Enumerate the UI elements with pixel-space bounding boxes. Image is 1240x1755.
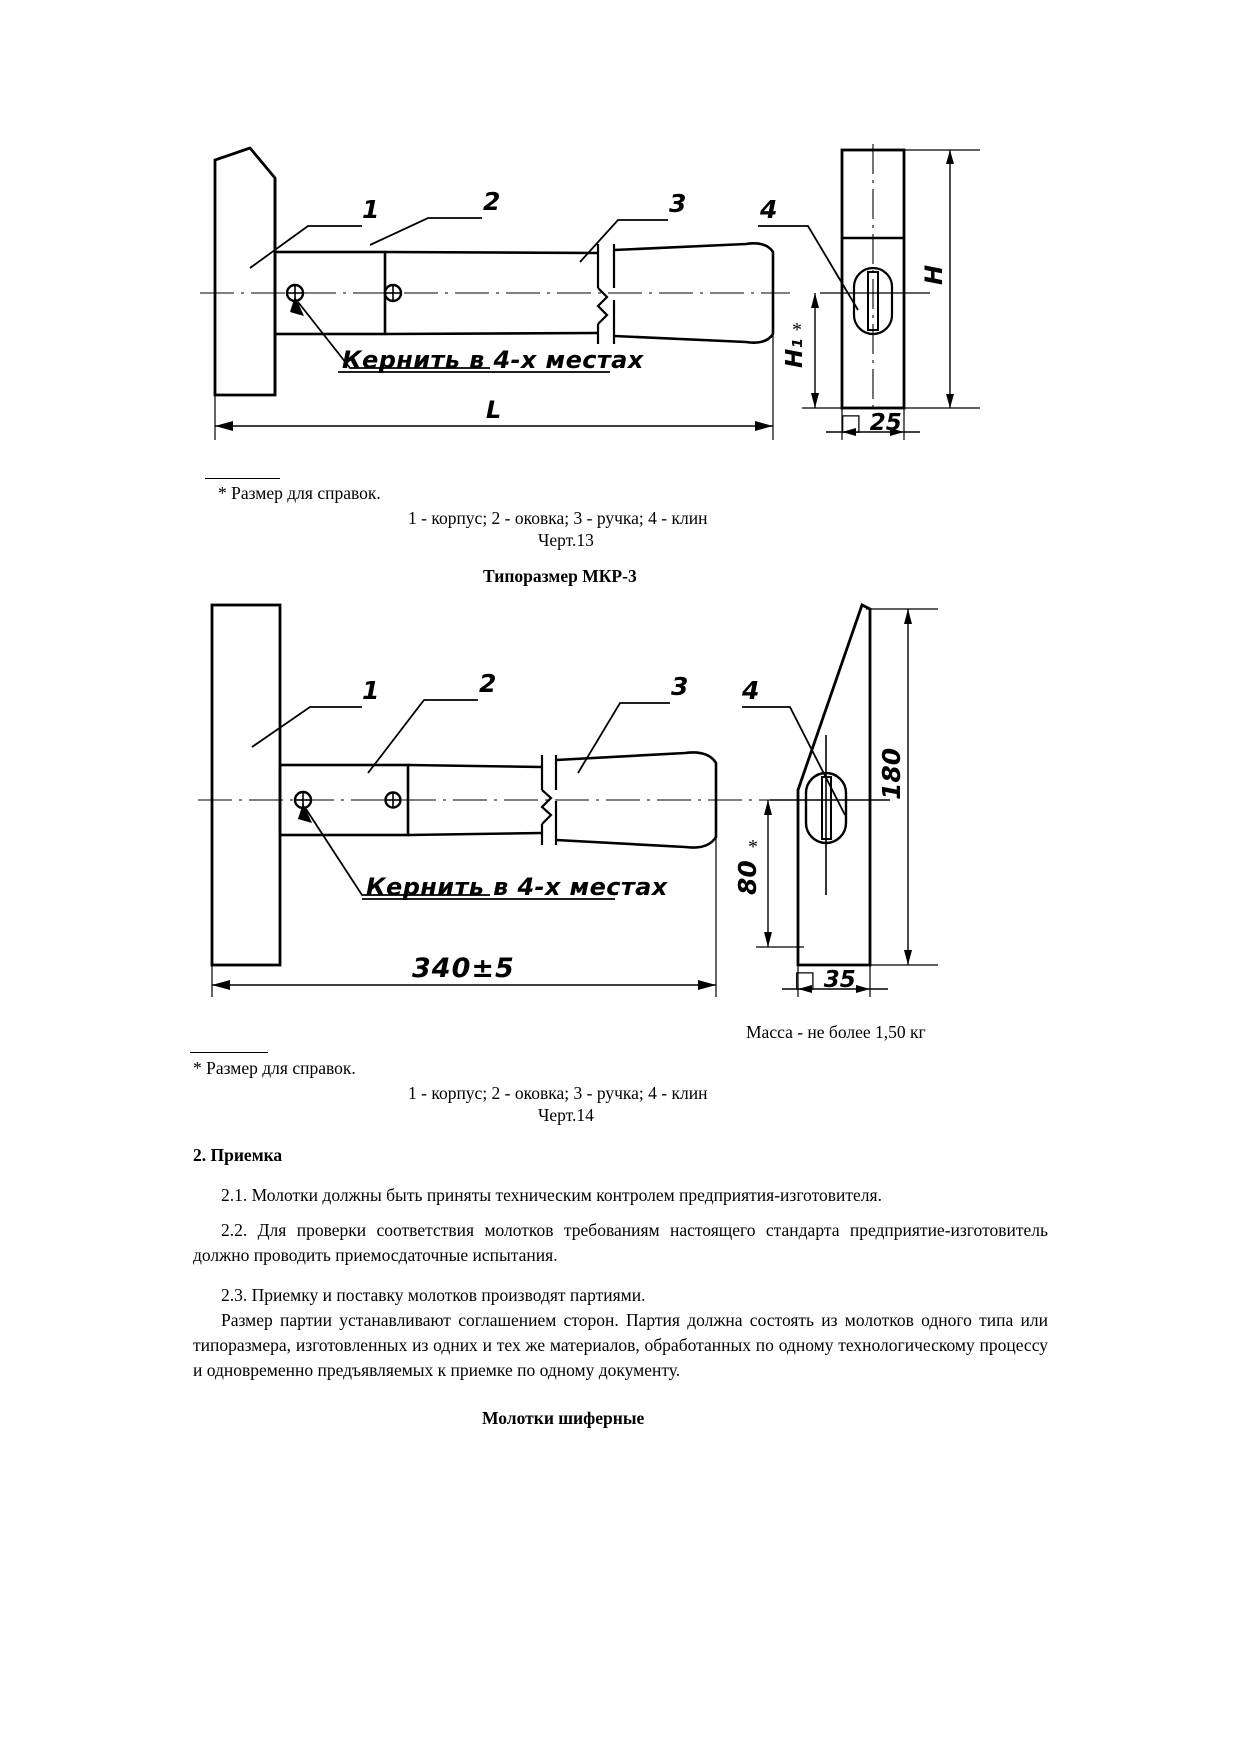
part-label-14-2: 2 bbox=[479, 669, 496, 698]
hammer-head-outline bbox=[213, 146, 277, 397]
figure-13-drawing: 1 2 3 4 Кернить в 4-х местах L H H₁ * □ … bbox=[190, 140, 1010, 470]
punch-mark-14-2 bbox=[384, 791, 402, 809]
paragraph-2-3-continued: Размер партии устанавливают соглашением … bbox=[193, 1310, 1048, 1380]
paragraph-2-1: 2.1. Молотки должны быть приняты техниче… bbox=[221, 1185, 882, 1205]
leader-3 bbox=[579, 219, 668, 263]
leader-14-1 bbox=[251, 706, 362, 748]
leader-1 bbox=[249, 225, 362, 269]
punch-note-14: Кернить в 4-х местах bbox=[366, 873, 669, 901]
figure-14-svg: 1 2 3 4 Кернить в 4-х местах 340±5 180 8… bbox=[198, 603, 938, 997]
part-label-3: 3 bbox=[669, 189, 686, 218]
footnote-14: * Размер для справок. bbox=[193, 1058, 356, 1078]
paragraph-2-2: 2.2. Для проверки соответствия молотков … bbox=[193, 1220, 1048, 1265]
leader-14-3 bbox=[577, 702, 670, 774]
hammer-head-outline-14 bbox=[210, 603, 282, 967]
dimension-square-13: □ 25 bbox=[840, 410, 902, 436]
leader-2 bbox=[369, 217, 482, 246]
footnote-13: * Размер для справок. bbox=[218, 483, 381, 503]
leader-14-2 bbox=[367, 699, 478, 774]
footnote-rule-14 bbox=[190, 1052, 268, 1053]
footnote-rule-13 bbox=[205, 478, 280, 479]
part-label-1: 1 bbox=[362, 195, 379, 224]
dimension-height-sub-star-14: * bbox=[748, 836, 758, 858]
leader-punch-note-14 bbox=[305, 808, 490, 896]
paragraph-2-3: 2.3. Приемку и поставку молотков произво… bbox=[221, 1285, 646, 1305]
figure-14-drawing: 1 2 3 4 Кернить в 4-х местах 340±5 180 8… bbox=[190, 595, 1010, 1015]
legend-14: 1 - корпус; 2 - оковка; 3 - ручка; 4 - к… bbox=[408, 1083, 708, 1103]
dimension-length-13: L bbox=[486, 396, 501, 424]
mass-note-14: Масса - не более 1,50 кг bbox=[746, 1022, 926, 1042]
part-label-4: 4 bbox=[759, 195, 777, 224]
part-label-14-4: 4 bbox=[741, 676, 759, 705]
part-label-2: 2 bbox=[483, 187, 500, 216]
leader-punch-note bbox=[297, 301, 490, 369]
dimension-height-sub-14: 80 bbox=[733, 860, 762, 895]
punch-note-13: Кернить в 4-х местах bbox=[342, 346, 645, 374]
end-view-outline-14 bbox=[796, 603, 872, 967]
dimension-height-sub-13: H₁ bbox=[782, 339, 808, 368]
dimension-height-13: H bbox=[920, 265, 948, 285]
leader-14-4 bbox=[742, 706, 846, 816]
figure-13-svg: 1 2 3 4 Кернить в 4-х местах L H H₁ * □ … bbox=[200, 144, 980, 440]
legend-13: 1 - корпус; 2 - оковка; 3 - ручка; 4 - к… bbox=[408, 508, 708, 528]
dimension-length-14: 340±5 bbox=[412, 953, 515, 984]
section-2-title: 2. Приемка bbox=[193, 1145, 283, 1165]
part-label-14-3: 3 bbox=[671, 672, 688, 701]
bottom-heading: Молотки шиферные bbox=[482, 1408, 645, 1428]
section-heading-mkr3: Типоразмер МКР-3 bbox=[483, 566, 637, 586]
dimension-square-14: □ 35 bbox=[794, 967, 856, 993]
caption-14: Черт.14 bbox=[538, 1105, 594, 1125]
caption-13: Черт.13 bbox=[538, 530, 594, 550]
part-label-14-1: 1 bbox=[362, 676, 379, 705]
dimension-height-14: 180 bbox=[877, 748, 906, 800]
dimension-height-sub-star-13: * bbox=[792, 319, 802, 341]
